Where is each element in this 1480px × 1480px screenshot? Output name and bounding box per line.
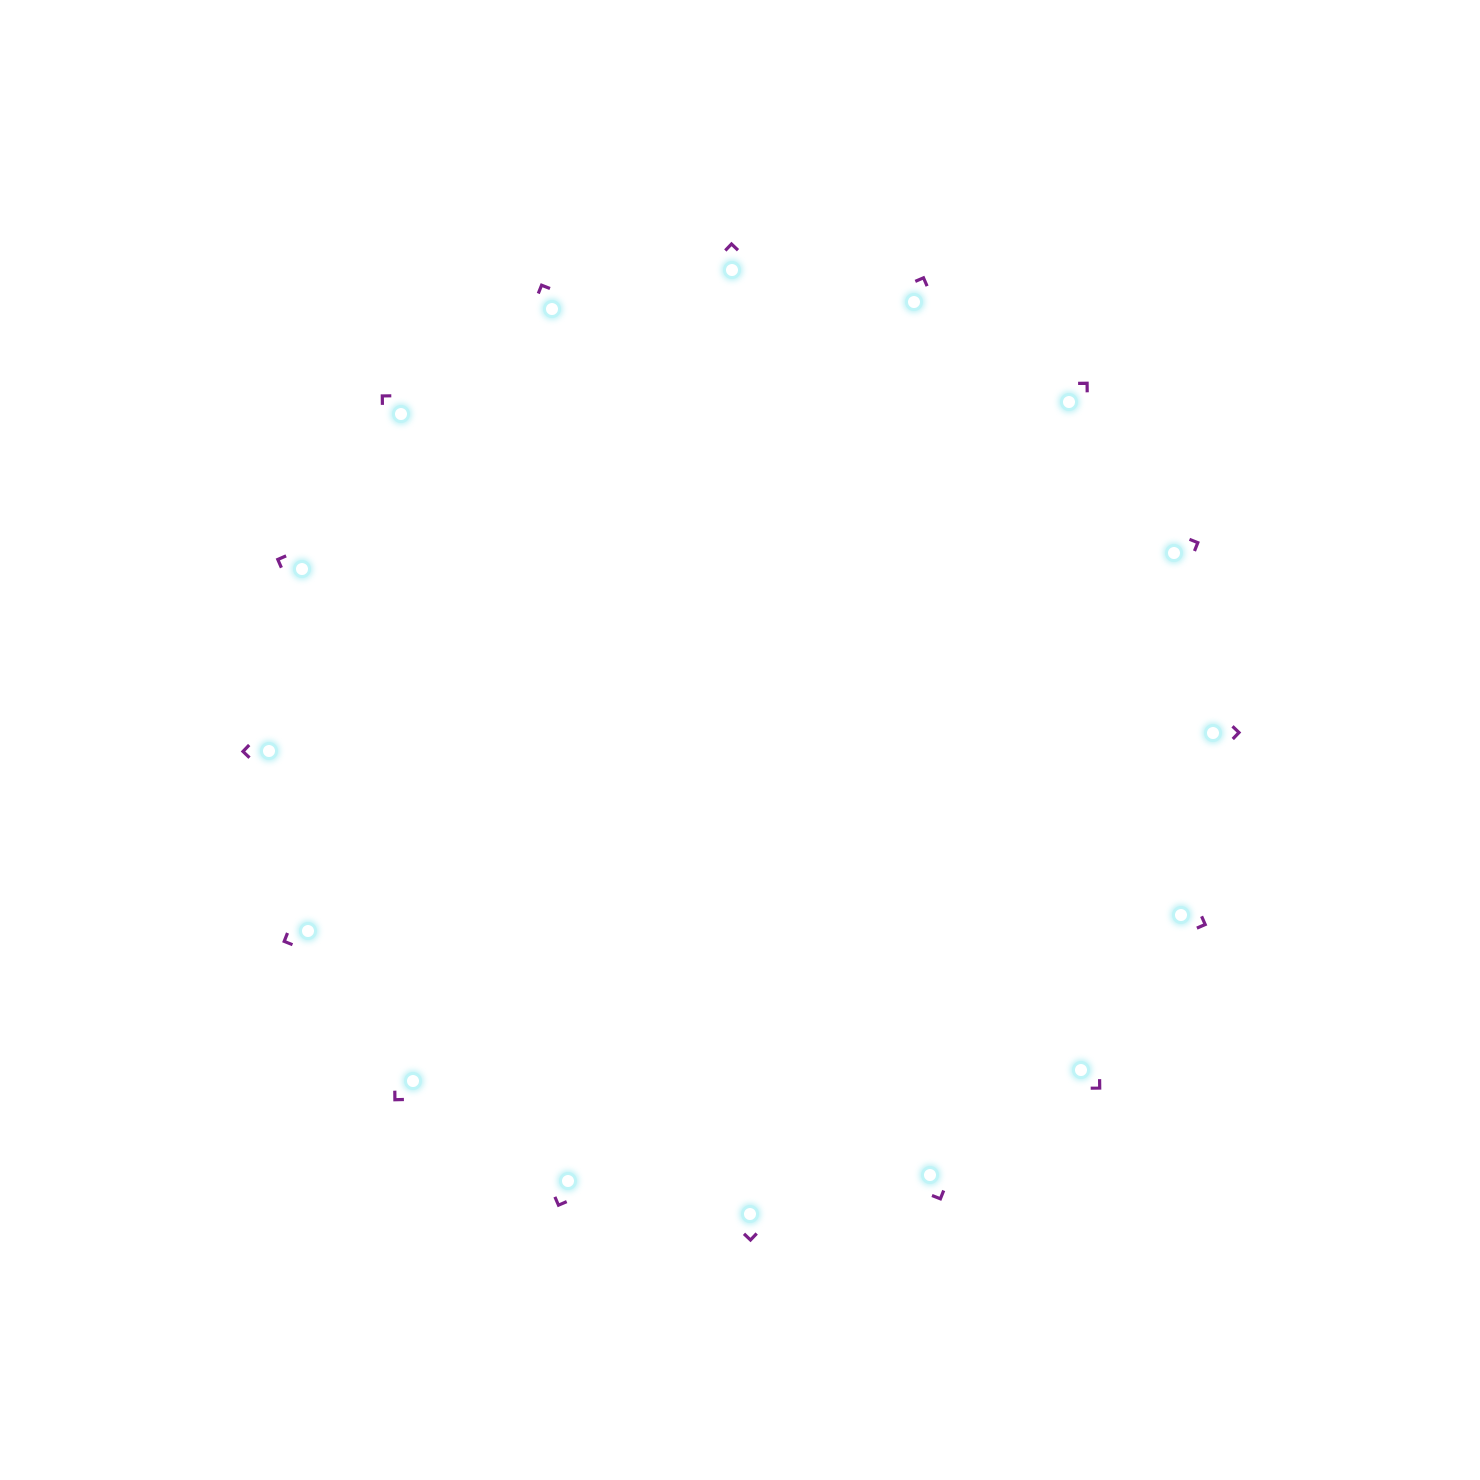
radial-marker xyxy=(1171,905,1208,930)
circle-dot-icon xyxy=(392,405,410,423)
circle-dot-icon xyxy=(543,300,561,318)
radial-marker xyxy=(740,1204,760,1243)
circle-dot-icon xyxy=(1172,906,1190,924)
radial-marker xyxy=(275,554,312,579)
markers-group xyxy=(240,241,1242,1243)
circle-dot-icon xyxy=(1060,393,1078,411)
radial-marker xyxy=(282,921,318,947)
outward-chevron-icon xyxy=(240,743,251,759)
radial-marker xyxy=(1071,1060,1102,1090)
radial-marker xyxy=(1203,723,1242,743)
radial-marker xyxy=(1059,381,1089,412)
outward-chevron-icon xyxy=(553,1196,568,1208)
outward-chevron-icon xyxy=(1090,1079,1102,1090)
outward-chevron-icon xyxy=(275,554,287,569)
outward-chevron-icon xyxy=(742,1232,758,1243)
radial-marker xyxy=(553,1171,578,1208)
circle-dot-icon xyxy=(1165,544,1183,562)
circle-dot-icon xyxy=(293,560,311,578)
outward-chevron-icon xyxy=(1188,537,1200,552)
circle-dot-icon xyxy=(559,1172,577,1190)
circle-dot-icon xyxy=(905,293,923,311)
outward-chevron-icon xyxy=(393,1090,404,1102)
circle-dot-icon xyxy=(1072,1061,1090,1079)
circle-dot-icon xyxy=(260,742,278,760)
circle-dot-icon xyxy=(404,1072,422,1090)
radial-marker xyxy=(393,1071,423,1102)
outward-chevron-icon xyxy=(1196,915,1208,930)
outward-chevron-icon xyxy=(1231,725,1242,741)
outward-chevron-icon xyxy=(1078,381,1089,393)
radial-marker xyxy=(380,394,411,424)
outward-chevron-icon xyxy=(914,275,929,287)
circle-dot-icon xyxy=(723,261,741,279)
circle-dot-icon xyxy=(1204,724,1222,742)
radial-marker xyxy=(240,741,279,761)
circle-dot-icon xyxy=(921,1166,939,1184)
outward-chevron-icon xyxy=(724,241,740,252)
circle-dot-icon xyxy=(299,922,317,940)
radial-marker xyxy=(1164,537,1200,563)
outward-chevron-icon xyxy=(282,932,294,947)
circle-dot-icon xyxy=(741,1205,759,1223)
radial-marker xyxy=(722,241,742,280)
outward-chevron-icon xyxy=(931,1189,946,1201)
radial-marker xyxy=(920,1165,946,1201)
outward-chevron-icon xyxy=(380,394,392,405)
radial-marker xyxy=(536,283,562,319)
outward-chevron-icon xyxy=(536,283,551,295)
radial-marker xyxy=(904,275,929,312)
